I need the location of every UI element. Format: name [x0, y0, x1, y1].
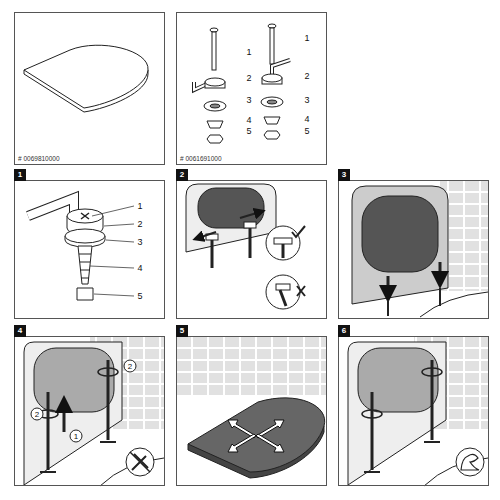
seat-placement — [352, 186, 488, 317]
step-order-number: 2 — [124, 360, 137, 373]
parts-set — [194, 24, 290, 143]
step-panel: 2 — [176, 180, 327, 319]
callout-number: 4 — [304, 114, 309, 124]
callout-number: 3 — [304, 95, 309, 105]
callout-number: 1 — [304, 33, 309, 43]
step-panel: 5 — [176, 336, 327, 486]
callout-number: 2 — [304, 71, 309, 81]
seat-alignment — [186, 184, 305, 309]
callout-number: 3 — [137, 237, 142, 247]
callout-number: 3 — [246, 95, 251, 105]
step-number: 5 — [176, 325, 188, 337]
step-number: 2 — [176, 169, 188, 181]
callout-number: 2 — [137, 219, 142, 229]
step-number: 3 — [338, 169, 350, 181]
step-order-number: 1 — [70, 430, 83, 443]
hinge-assembly — [28, 198, 134, 300]
step-number: 1 — [14, 169, 26, 181]
seat-lid — [24, 45, 148, 112]
callout-number: 5 — [304, 126, 309, 136]
article-number: # 0069810000 — [18, 155, 60, 162]
article-number: # 0061691000 — [180, 155, 222, 162]
step-panel: 3 — [338, 180, 489, 319]
callout-number: 1 — [246, 47, 251, 57]
step-panel: 6 — [338, 336, 489, 486]
callout-number: 5 — [137, 291, 142, 301]
step-number: 4 — [14, 325, 26, 337]
callout-number: 4 — [137, 263, 142, 273]
seat-top-view — [188, 398, 325, 478]
callout-number: 5 — [246, 126, 251, 136]
step-number: 6 — [338, 325, 350, 337]
step-panel: # 0069810000 — [14, 12, 165, 165]
callout-number: 1 — [137, 201, 142, 211]
step-panel: # 0061691000 — [176, 12, 327, 165]
hinge-tightening — [24, 342, 164, 486]
step-order-number: 2 — [31, 408, 44, 421]
final-tightening — [348, 342, 488, 486]
callout-number: 2 — [246, 73, 251, 83]
callout-number: 4 — [246, 115, 251, 125]
